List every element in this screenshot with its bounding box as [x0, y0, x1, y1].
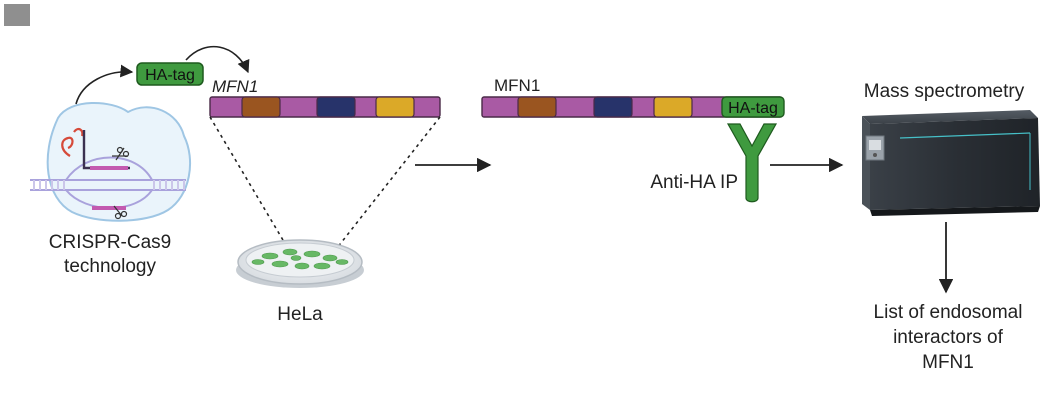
mass-spec-label: Mass spectrometry: [864, 81, 1025, 102]
ha-tag-pill: [136, 62, 204, 86]
mfn1-gene-bar: [209, 96, 441, 118]
result-label-line2: interactors of: [893, 327, 1004, 348]
domain-navy: [316, 96, 356, 118]
zoom-line-left: [209, 116, 297, 263]
result-label-line1: List of endosomal: [874, 302, 1023, 323]
crispr-label-line1: CRISPR-Cas9: [49, 232, 171, 253]
ha-tag-fused: [721, 96, 785, 118]
domain-brown: [241, 96, 281, 118]
mfn1-protein-label: MFN1: [494, 76, 540, 95]
scissors-icon: [112, 146, 130, 220]
hela-label: HeLa: [277, 304, 323, 325]
panel-marker: [4, 4, 30, 26]
result-label-line3: MFN1: [922, 352, 974, 373]
ha-tag-fused-label: HA-tag: [728, 100, 778, 117]
domain-gold: [375, 96, 415, 118]
domain-navy: [593, 96, 633, 118]
domain-brown: [517, 96, 557, 118]
mass-spectrometer-icon: [862, 110, 1040, 216]
arrow-cell-to-tag: [75, 64, 134, 105]
petri-dish-icon: [236, 239, 364, 288]
anti-ha-ip-label: Anti-HA IP: [650, 172, 738, 193]
crispr-label-line2: technology: [64, 256, 156, 277]
arrow-tag-to-gene: [185, 45, 250, 74]
mfn1-protein-bar: [481, 96, 785, 118]
mfn1-gene-label: MFN1: [212, 77, 258, 96]
ha-tag-label: HA-tag: [145, 67, 195, 84]
antibody-icon: [726, 123, 778, 203]
guide-rna: [61, 127, 84, 157]
crispr-cell-icon: [30, 102, 191, 222]
domain-gold: [653, 96, 693, 118]
dna-rungs: [33, 180, 185, 190]
zoom-line-right: [325, 116, 441, 263]
